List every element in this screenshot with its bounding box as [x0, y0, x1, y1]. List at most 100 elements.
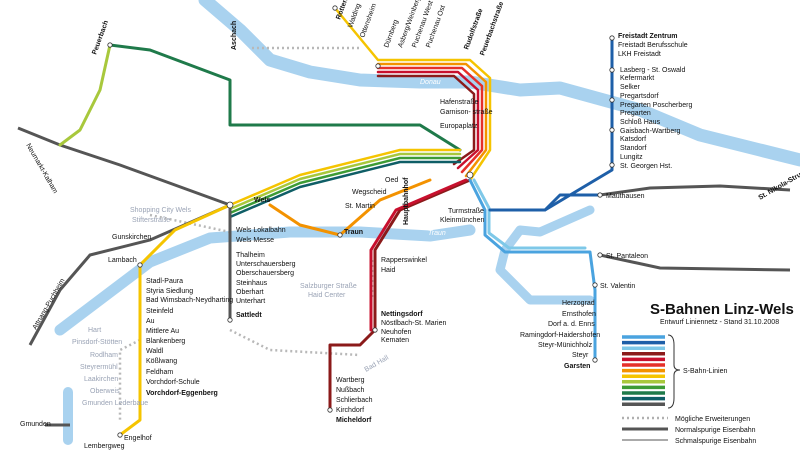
line-mauthausen [490, 195, 600, 210]
extension-label: Pinsdorf-Stötten [72, 339, 122, 346]
station-label: Ernsthofen [562, 311, 596, 318]
station-label: Lasberg - St. Oswald [620, 67, 685, 74]
station-dots [108, 6, 614, 437]
station-label: Wels Lokalbahn [236, 227, 286, 234]
legend: S-Bahn-Linien Mögliche Erweiterungen Nor… [622, 335, 756, 445]
line-garsten-2 [474, 180, 585, 248]
station-label: Kematen [381, 337, 409, 344]
station-dot [610, 128, 614, 132]
station-label: Nußbach [336, 387, 365, 394]
station-label: Rudolfstraße [463, 8, 484, 51]
station-label: Pregarten [620, 110, 651, 117]
traun-label: Traun [428, 230, 446, 237]
danube-river [205, 0, 800, 160]
station-label: Kleinmünchen [440, 217, 484, 224]
line-peuerbach [60, 45, 110, 145]
extension-label: Laakirchen [84, 376, 118, 383]
station-label: Neumarkt-Kalham [24, 143, 58, 195]
station-label: Traun [344, 229, 363, 236]
station-label: Steyr [572, 352, 589, 359]
station-label: Schloß Haus [620, 119, 661, 126]
extension-label: Salzburger Straße [300, 283, 357, 290]
station-dot [598, 193, 602, 197]
station-label: Rapperswinkel [381, 257, 427, 264]
rail-neumarkt-wels [18, 128, 230, 205]
station-dot [138, 263, 142, 267]
station-label: Pregartsdorf [620, 93, 659, 100]
extension-label: Stifterstraße [132, 217, 170, 224]
station-label: Styria Siedlung [146, 288, 193, 295]
extension-label: Gmunden Lederbaue [82, 400, 148, 407]
legend-line-swatches [622, 337, 665, 404]
station-dot [467, 172, 473, 178]
station-label: Unterschauersberg [236, 261, 296, 268]
station-label: Oberschauersberg [236, 270, 294, 277]
station-dot [227, 202, 233, 208]
station-dot [328, 408, 332, 412]
enns-river [500, 210, 590, 300]
station-label: Neuhofen [381, 329, 411, 336]
station-label: Unterhart [236, 298, 265, 305]
station-label: Lembergweg [84, 443, 125, 450]
station-label: Dorf a. d. Enns [548, 321, 595, 328]
map-title: S-Bahnen Linz-Wels [650, 301, 794, 318]
station-label: Oed [385, 177, 398, 184]
station-label: Vorchdorf-Eggenberg [146, 390, 218, 397]
extension-label: Shopping City Wels [130, 207, 191, 214]
danube-label: Donau [420, 79, 441, 86]
station-label: St. Martin [345, 203, 375, 210]
extension-label: Bad Hall [364, 354, 391, 374]
extension-label: Hart [88, 327, 101, 334]
station-dot [228, 318, 232, 322]
station-label: Standorf [620, 145, 647, 152]
station-dot [610, 68, 614, 72]
line-freistadt [490, 38, 612, 210]
station-label: Walding [347, 3, 362, 29]
station-label: Stadl-Paura [146, 278, 183, 285]
extension-label: Steyrermühl [80, 364, 118, 371]
map-subtitle: Entwurf Liniennetz - Stand 31.10.2008 [660, 319, 779, 326]
station-dot [373, 328, 377, 332]
station-label: Hauptbahnhof [403, 177, 410, 225]
station-label: Turmstraße [448, 208, 484, 215]
legend-lines-label: S-Bahn-Linien [683, 368, 727, 375]
station-label: Wels Messe [236, 237, 274, 244]
station-label: Europaplatz [440, 123, 478, 130]
extension-label: Rodlham [90, 352, 118, 359]
station-label: Wartberg [336, 377, 365, 384]
station-label: Bad Wimsbach-Neydharting [146, 297, 233, 304]
station-label: Thalheim [236, 252, 265, 259]
station-dot [610, 98, 614, 102]
station-label: St. Valentin [600, 283, 635, 290]
station-label: Kefermarkt [620, 75, 654, 82]
station-dot [593, 283, 597, 287]
station-label: Feldham [146, 369, 173, 376]
legend-extension-label: Mögliche Erweiterungen [675, 416, 750, 423]
station-label: Steyr-Münichholz [538, 342, 593, 349]
station-label: Garsten [564, 363, 590, 370]
legend-standard-label: Normalspurige Eisenbahn [675, 427, 756, 434]
station-label: Selker [620, 84, 641, 91]
station-label: Blankenberg [146, 338, 185, 345]
station-label: Gunskirchen [112, 234, 151, 241]
station-dot [376, 64, 380, 68]
station-label: Waldl [146, 348, 164, 355]
station-label: Micheldorf [336, 417, 372, 424]
station-label: Kößlwang [146, 358, 177, 365]
legend-narrow-label: Schmalspurige Eisenbahn [675, 438, 756, 445]
station-label: Lungitz [620, 154, 643, 161]
station-label: Kirchdorf [336, 407, 364, 414]
extension-label: Oberweis [90, 388, 120, 395]
station-label: Steinhaus [236, 280, 268, 287]
station-label: St. Georgen Hst. [620, 163, 672, 170]
station-label: Au [146, 318, 155, 325]
station-label: Gmunden [20, 421, 51, 428]
station-label: Freistadt Zentrum [618, 33, 678, 40]
station-label: Sattledt [236, 312, 262, 319]
station-label: Aschach [231, 21, 238, 50]
station-label: Steinfeld [146, 308, 173, 315]
map-title-block: S-Bahnen Linz-Wels Entwurf Liniennetz - … [650, 301, 794, 326]
station-label: Peuerbachstraße [479, 1, 505, 57]
station-label: Ramingdorf-Haidershofen [520, 332, 600, 339]
